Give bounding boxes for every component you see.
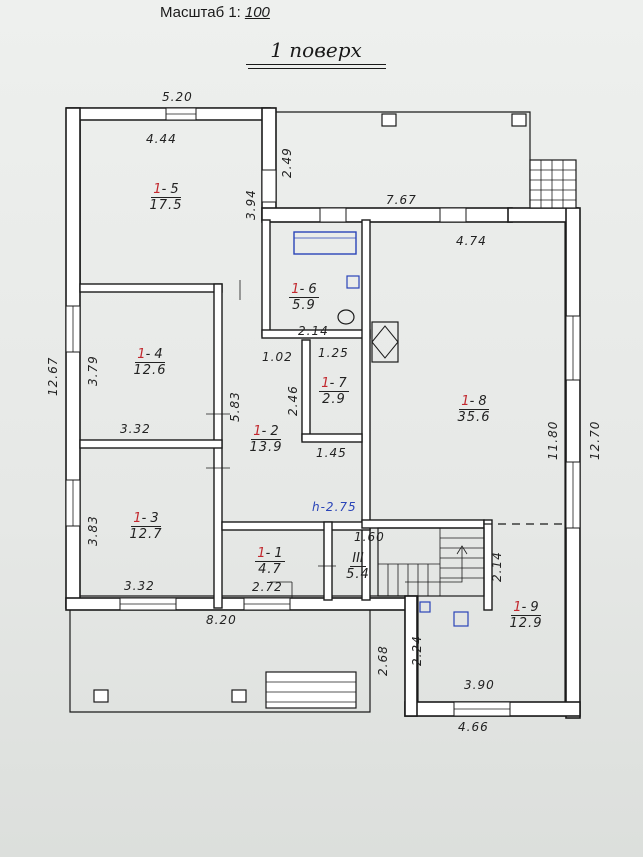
dim-label: 8.20 — [206, 613, 237, 627]
scale-header: Масштаб 1:100 — [160, 4, 270, 21]
wall-west — [65, 107, 81, 609]
side-stair — [529, 159, 577, 209]
wall-stair-north — [361, 519, 485, 529]
dim-label: 5.83 — [228, 391, 242, 422]
scale-value: 100 — [244, 4, 270, 21]
dim-label: 2.68 — [376, 645, 390, 676]
dim-label: 4.44 — [146, 132, 177, 146]
dim-label: 1.02 — [262, 350, 293, 364]
dim-label: 12.70 — [588, 420, 602, 460]
wall-wc-east — [323, 521, 333, 601]
dim-label: 4.74 — [456, 234, 487, 248]
wall-south — [65, 597, 409, 611]
room-label-3: 1- 3 12.7 — [129, 511, 163, 542]
wall-room5-east — [261, 107, 277, 221]
dim-label: 4.66 — [458, 720, 489, 734]
dim-label: 12.67 — [46, 356, 60, 396]
room-label-1: 1- 1 4.7 — [255, 546, 285, 577]
dim-label: 11.80 — [546, 420, 560, 460]
room-label-2: 1- 2 13.9 — [249, 424, 283, 455]
chimney — [371, 321, 399, 363]
entry-steps — [265, 671, 357, 709]
floor-title-underline — [248, 68, 386, 69]
wall-room4-south — [79, 439, 223, 449]
room-label-4: 1- 4 12.6 — [133, 347, 167, 378]
dim-label: 3.79 — [86, 355, 100, 386]
dim-label: 2.49 — [280, 147, 294, 178]
wall-room5-south — [79, 283, 223, 293]
room-label-5: 1- 5 17.5 — [149, 182, 183, 213]
sink — [346, 275, 360, 289]
terrace-post — [231, 689, 247, 703]
room-label-111: III 5.4 — [346, 551, 370, 582]
terrace-post — [93, 689, 109, 703]
window — [261, 169, 277, 203]
bathtub — [293, 231, 357, 255]
dim-label: 3.83 — [86, 515, 100, 546]
dim-label: 3.32 — [124, 579, 155, 593]
toilet — [337, 309, 355, 325]
dim-label: 7.67 — [386, 193, 417, 207]
dim-label: 2.46 — [286, 385, 300, 416]
window — [439, 207, 467, 223]
dim-label: 5.20 — [162, 90, 193, 104]
scale-label: Масштаб 1: — [160, 4, 241, 21]
dim-label: 2.72 — [252, 580, 283, 594]
dim-label: 3.94 — [244, 189, 258, 220]
wall-room8-west — [361, 219, 371, 601]
dim-label: 2.24 — [410, 635, 424, 666]
meter-box-small — [419, 601, 431, 613]
room-label-9: 1- 9 12.9 — [509, 600, 543, 631]
dim-label: 2.14 — [490, 551, 504, 582]
wall-hall-south — [221, 521, 371, 531]
terrace-post — [511, 113, 527, 127]
dim-label: 3.32 — [120, 422, 151, 436]
meter-box — [453, 611, 469, 627]
wall-closet-south — [301, 433, 363, 443]
stair-well — [377, 527, 485, 597]
terrace-post — [381, 113, 397, 127]
window — [319, 207, 347, 223]
dim-label: 1.25 — [318, 346, 349, 360]
room-label-6: 1- 6 5.9 — [289, 282, 319, 313]
ceiling-height-label: h-2.75 — [312, 500, 357, 514]
wall-closet-west — [301, 339, 311, 441]
dim-label: 1.45 — [316, 446, 347, 460]
floor-title: 1 поверх — [246, 38, 386, 65]
dim-label: 2.14 — [298, 324, 329, 338]
wall-bath-west — [261, 219, 271, 337]
room-label-7: 1- 7 2.9 — [319, 376, 349, 407]
dim-label: 1.60 — [354, 530, 385, 544]
room-label-8: 1- 8 35.6 — [457, 394, 491, 425]
dim-label: 3.90 — [464, 678, 495, 692]
wall-north-right — [261, 207, 513, 223]
